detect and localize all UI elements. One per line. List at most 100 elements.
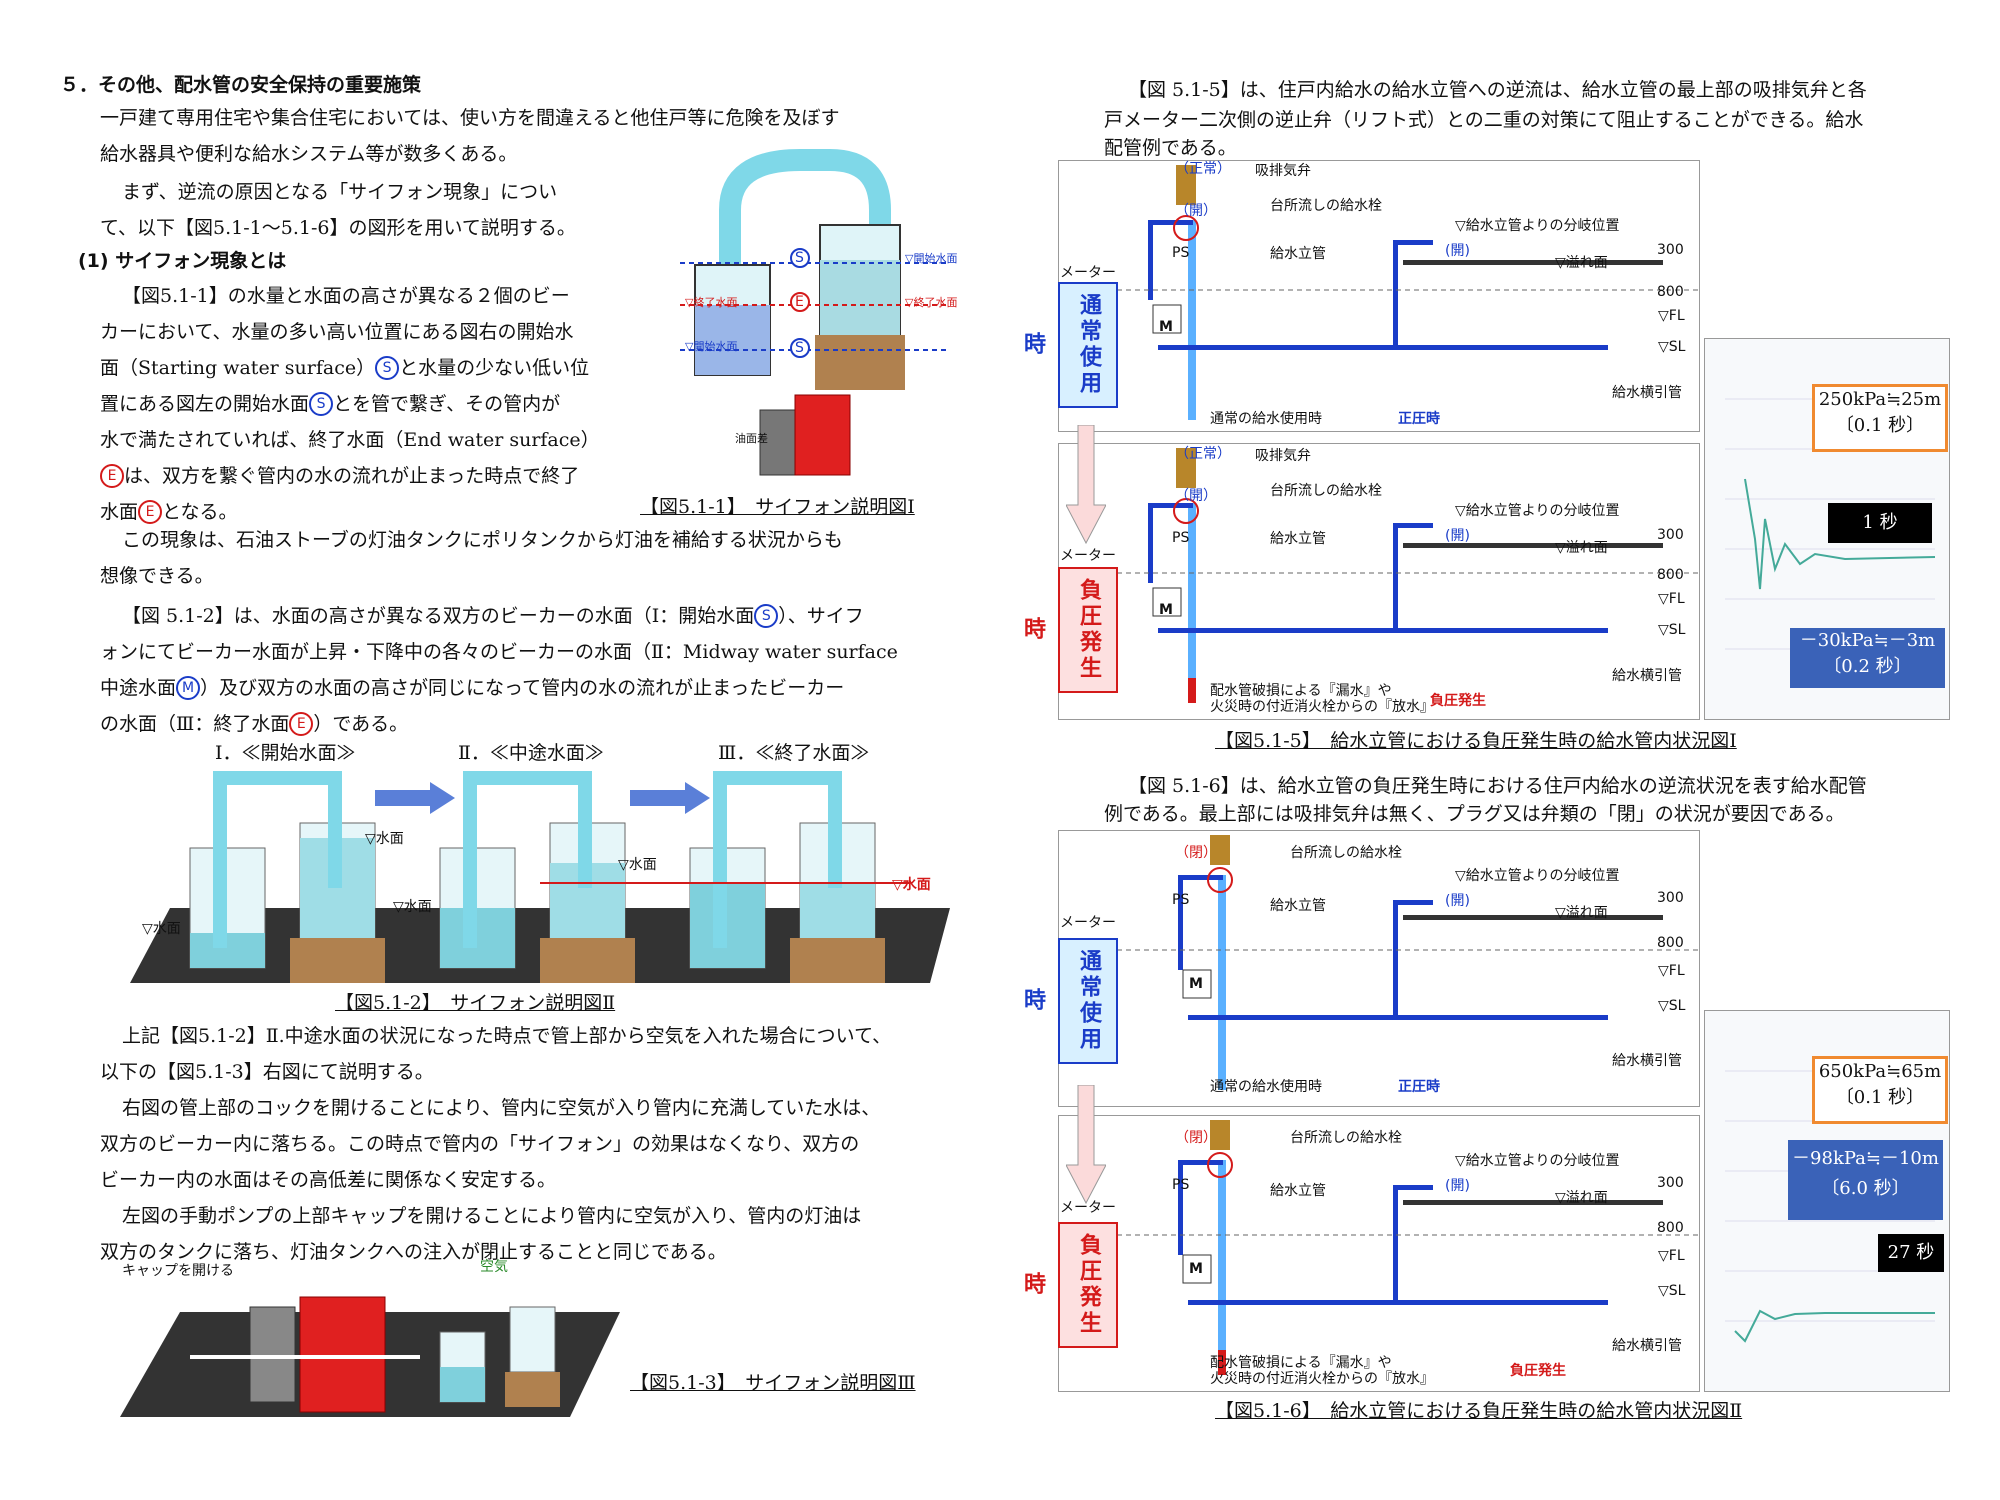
- valve-label: 吸排気弁: [1255, 448, 1311, 464]
- stage-label: Ⅱ．≪中途水面≫: [458, 742, 604, 764]
- paragraph: 戸メーター二次側の逆止弁（リフト式）との二重の対策にて阻止することができる。給水: [1104, 109, 1864, 131]
- paragraph: 配管例である。: [1104, 137, 1237, 159]
- sl-label: ▽SL: [1658, 339, 1686, 355]
- box-text: 250kPa≒25m: [1818, 389, 1942, 410]
- paragraph: 給水器具や便利な給水システム等が数多くある。: [100, 143, 518, 165]
- down-arrow-icon: [1066, 425, 1106, 545]
- section-heading: ５．その他、配水管の安全保持の重要施策: [60, 74, 422, 96]
- normal-use-label: 通常の給水使用時: [1210, 1079, 1322, 1095]
- negative-label: 負圧発生: [1430, 693, 1486, 709]
- tap-state: (開): [1445, 528, 1470, 544]
- fig1-label: ▽開始水面: [685, 340, 738, 353]
- water-surface-label: ▽水面: [365, 831, 404, 847]
- dim-800: 800: [1657, 1220, 1684, 1236]
- fl-label: ▽FL: [1658, 1248, 1685, 1264]
- fig1-label: ▽終了水面: [685, 296, 738, 309]
- dim-300: 300: [1657, 1175, 1684, 1191]
- lateral-label: 給水横引管: [1612, 1053, 1682, 1069]
- branch-label: ▽給水立管よりの分岐位置: [1455, 868, 1620, 884]
- dim-800: 800: [1657, 567, 1684, 583]
- side-label-normal: 通常使用時: [1020, 938, 1118, 1064]
- text-span: ）、サイフ: [778, 605, 864, 627]
- text-line: カーにおいて、水量の多い高い位置にある図右の開始水: [100, 321, 574, 343]
- leak-note: 火災時の付近消火栓からの『放水』: [1210, 699, 1434, 715]
- paragraph: 【図 5.1-5】は、住戸内給水の給水立管への逆流は、給水立管の最上部の吸排気弁…: [1128, 79, 1867, 101]
- positive-label: 正圧時: [1398, 411, 1440, 427]
- marker-e: E: [289, 712, 314, 736]
- text-span: 【図 5.1-2】は、水面の高さが異なる双方のビーカーの水面（Ⅰ：開始水面: [122, 605, 755, 627]
- meter-label: メーター: [1060, 1200, 1116, 1216]
- figure-caption: 【図5.1-1】 サイフォン説明図Ⅰ: [640, 496, 915, 518]
- ps-label: PS: [1172, 245, 1190, 261]
- fig1-label: ▽開始水面: [905, 252, 958, 265]
- water-surface-label: ▽水面: [393, 899, 432, 915]
- stage-label: Ⅲ．≪終了水面≫: [718, 742, 870, 764]
- fl-label: ▽FL: [1658, 591, 1685, 607]
- valve-label: 吸排気弁: [1255, 163, 1311, 179]
- piping-lines-fig6: [1108, 835, 1698, 1375]
- stage-label: Ⅰ．≪開始水面≫: [215, 742, 356, 764]
- tap-label: 台所流しの給水栓: [1270, 483, 1382, 499]
- marker-e: E: [100, 464, 124, 488]
- tap-label: 台所流しの給水栓: [1270, 198, 1382, 214]
- dim-800: 800: [1657, 284, 1684, 300]
- siphon-figure-3: [120, 1296, 620, 1417]
- cap-label: キャップを開ける: [122, 1263, 234, 1279]
- overflow-label: ▽溢れ面: [1555, 905, 1608, 921]
- box-text: 650kPa≒65m: [1818, 1061, 1942, 1082]
- paragraph: 例である。最上部には吸排気弁は無く、プラグ又は弁類の「閉」の状況が要因である。: [1104, 803, 1845, 825]
- riser-label: 給水立管: [1270, 531, 1326, 547]
- dim-300: 300: [1657, 242, 1684, 258]
- side-label-negative: 負圧発生時: [1020, 1222, 1118, 1348]
- positive-label: 正圧時: [1398, 1079, 1440, 1095]
- time-box: 1 秒: [1828, 503, 1932, 543]
- normal-use-label: 通常の給水使用時: [1210, 411, 1322, 427]
- subsection-heading: (1) サイフォン現象とは: [78, 250, 287, 272]
- down-arrow-icon: [1066, 1085, 1106, 1205]
- box-text: 〔6.0 秒〕: [1821, 1178, 1910, 1199]
- box-text: 〔0.1 秒〕: [1835, 415, 1925, 436]
- paragraph: 双方のタンクに落ち、灯油タンクへの注入が閉止することと同じである。: [100, 1241, 727, 1263]
- fl-label: ▽FL: [1658, 963, 1685, 979]
- piping-diagram-normal-2: [1058, 830, 1700, 1107]
- tap-label: 台所流しの給水栓: [1290, 845, 1402, 861]
- figure-caption: 【図5.1-3】 サイフォン説明図Ⅲ: [630, 1372, 916, 1394]
- text-line: ォンにてビーカー水面が上昇・下降中の各々のビーカーの水面（Ⅱ：Midway wa…: [100, 641, 898, 663]
- s-mark: S: [795, 250, 804, 266]
- text-span: となる。: [162, 501, 238, 523]
- paragraph: この現象は、石油ストーブの灯油タンクにポリタンクから灯油を補給する状況からも: [122, 529, 843, 551]
- e-mark: E: [795, 294, 804, 310]
- meter-label: メーター: [1060, 265, 1116, 281]
- tap-state: (開): [1445, 1178, 1470, 1194]
- side-label-negative: 負圧発生時: [1020, 567, 1118, 693]
- sl-label: ▽SL: [1658, 998, 1686, 1014]
- s-mark: S: [795, 340, 804, 356]
- text-line: 【図5.1-1】の水量と水面の高さが異なる２個のビー: [122, 285, 570, 307]
- siphon-figure-1: [680, 149, 950, 476]
- negative-label: 負圧発生: [1510, 1363, 1566, 1379]
- meter-m: M: [1189, 1261, 1203, 1277]
- water-surface-label: ▽水面: [892, 877, 931, 893]
- meter-m: M: [1159, 602, 1173, 618]
- leak-note: 火災時の付近消火栓からの『放水』: [1210, 1371, 1434, 1387]
- paragraph: 以下の【図5.1-3】右図にて説明する。: [100, 1061, 434, 1083]
- text-span: とを管で繋ぎ、その管内が: [333, 393, 561, 415]
- text-span: ）である。: [313, 713, 409, 735]
- overflow-label: ▽溢れ面: [1555, 255, 1608, 271]
- piping-diagram-normal: [1058, 160, 1700, 432]
- text-span: の水面（Ⅲ：終了水面: [100, 713, 290, 735]
- dim-300: 300: [1657, 890, 1684, 906]
- marker-s: S: [754, 604, 779, 628]
- branch-label: ▽給水立管よりの分岐位置: [1455, 218, 1620, 234]
- figure-caption: 【図5.1-2】 サイフォン説明図Ⅱ: [335, 992, 616, 1014]
- piping-diagram-negative-2: [1058, 1115, 1700, 1392]
- text-span: 中途水面: [100, 677, 177, 699]
- dim-300: 300: [1657, 527, 1684, 543]
- text-span: ）及び双方の水面の高さが同じになって管内の水の流れが止まったビーカー: [200, 677, 845, 699]
- lateral-label: 給水横引管: [1612, 668, 1682, 684]
- meter-m: M: [1189, 976, 1203, 992]
- tap-label: 台所流しの給水栓: [1290, 1130, 1402, 1146]
- valve-state: （正常）: [1175, 161, 1231, 177]
- dim-800: 800: [1657, 935, 1684, 951]
